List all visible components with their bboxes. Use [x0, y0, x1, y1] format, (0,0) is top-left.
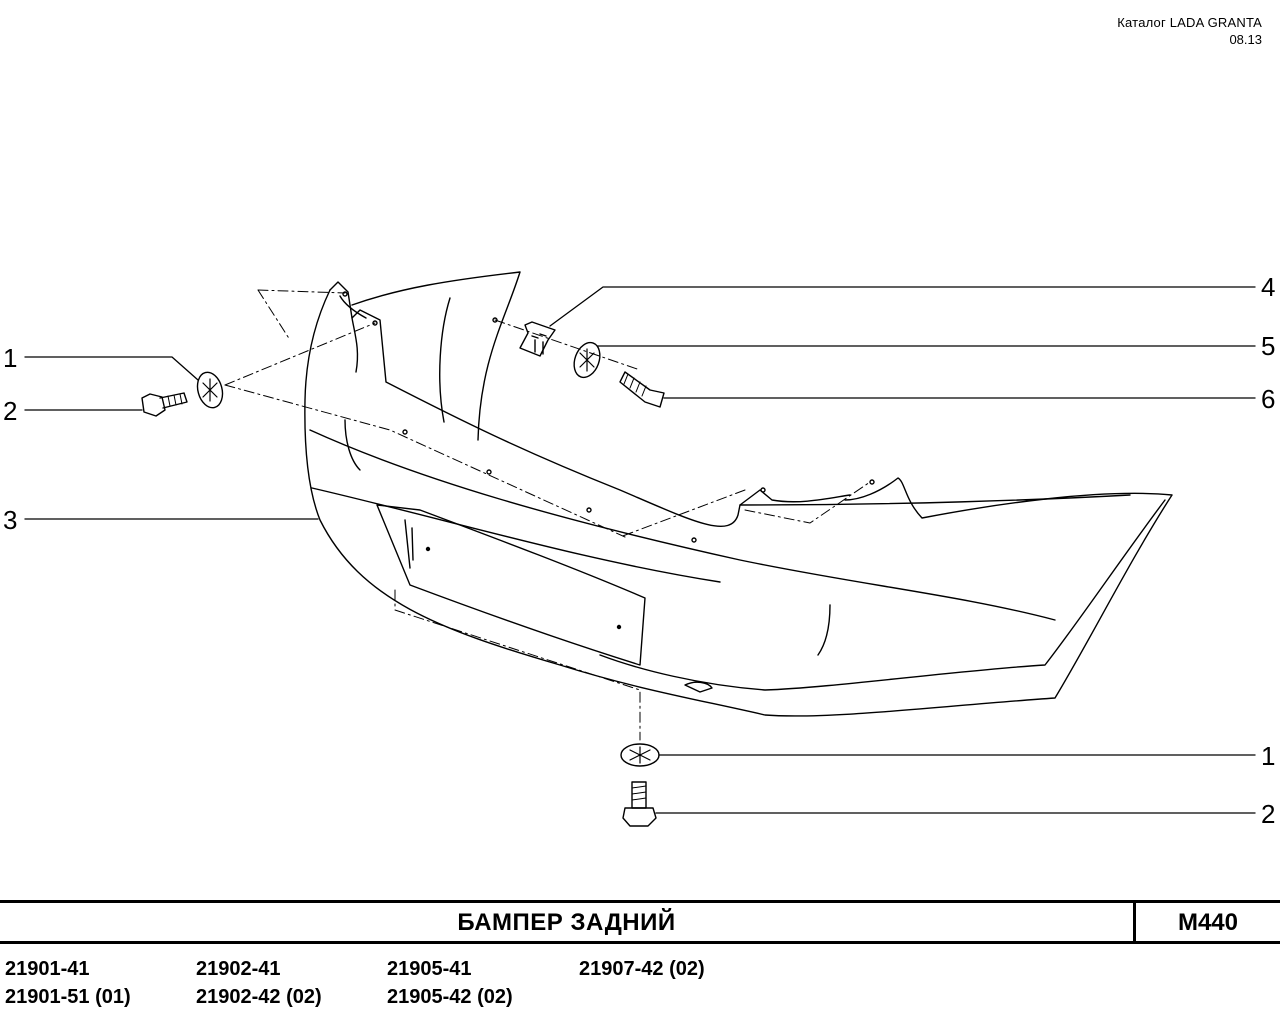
callout-right-4: 4	[1261, 272, 1276, 302]
model-code: 21907-42 (02)	[579, 958, 705, 980]
title-divider	[1133, 903, 1136, 941]
model-code: 21902-41	[196, 958, 281, 980]
left-bolt-part-2	[141, 392, 188, 417]
model-code: 21905-41	[387, 958, 472, 980]
callout-left-2: 2	[3, 396, 18, 426]
section-code: М440	[1177, 909, 1239, 936]
callout-right-2: 2	[1261, 799, 1276, 829]
catalog-date: 08.13	[1229, 32, 1262, 47]
model-code: 21905-42 (02)	[387, 986, 513, 1008]
catalog-header: Каталог LADA GRANTA 08.13	[1117, 14, 1262, 48]
rear-bumper-part-3	[304, 271, 1173, 717]
leader-lines	[24, 286, 1256, 814]
lower-washer-part-1	[620, 743, 660, 767]
catalog-name: Каталог LADA GRANTA	[1117, 15, 1262, 30]
right-washer-part-5	[573, 341, 601, 379]
callout-right-1: 1	[1261, 741, 1276, 771]
model-code: 21901-41	[5, 958, 90, 980]
lower-bolt-part-2	[622, 781, 657, 827]
callout-left-3: 3	[3, 505, 18, 535]
screw-part-6	[619, 371, 665, 408]
title-bar: БАМПЕР ЗАДНИЙ М440	[0, 900, 1280, 944]
callout-right-6: 6	[1261, 384, 1276, 414]
model-code: 21901-51 (01)	[5, 986, 131, 1008]
page-title: БАМПЕР ЗАДНИЙ	[457, 909, 676, 936]
left-washer-part-1	[196, 371, 224, 409]
clip-part-4	[519, 321, 556, 357]
bumper-exploded-diagram	[24, 271, 1256, 827]
callout-right-5: 5	[1261, 331, 1276, 361]
callout-left-1: 1	[3, 343, 18, 373]
model-code: 21902-42 (02)	[196, 986, 322, 1008]
assembly-lines	[224, 289, 871, 741]
